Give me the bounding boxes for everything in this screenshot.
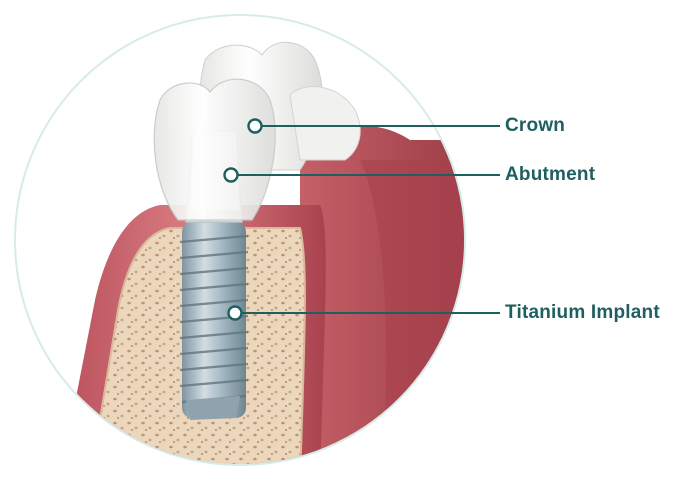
implant-marker	[227, 305, 243, 321]
crown-marker	[247, 118, 263, 134]
implant-label: Titanium Implant	[505, 302, 660, 323]
crown-label: Crown	[505, 115, 566, 136]
dental-crown-icon	[153, 78, 276, 221]
titanium-screw-icon	[179, 222, 249, 420]
abutment-label: Abutment	[505, 164, 596, 185]
abutment-marker	[223, 167, 239, 183]
